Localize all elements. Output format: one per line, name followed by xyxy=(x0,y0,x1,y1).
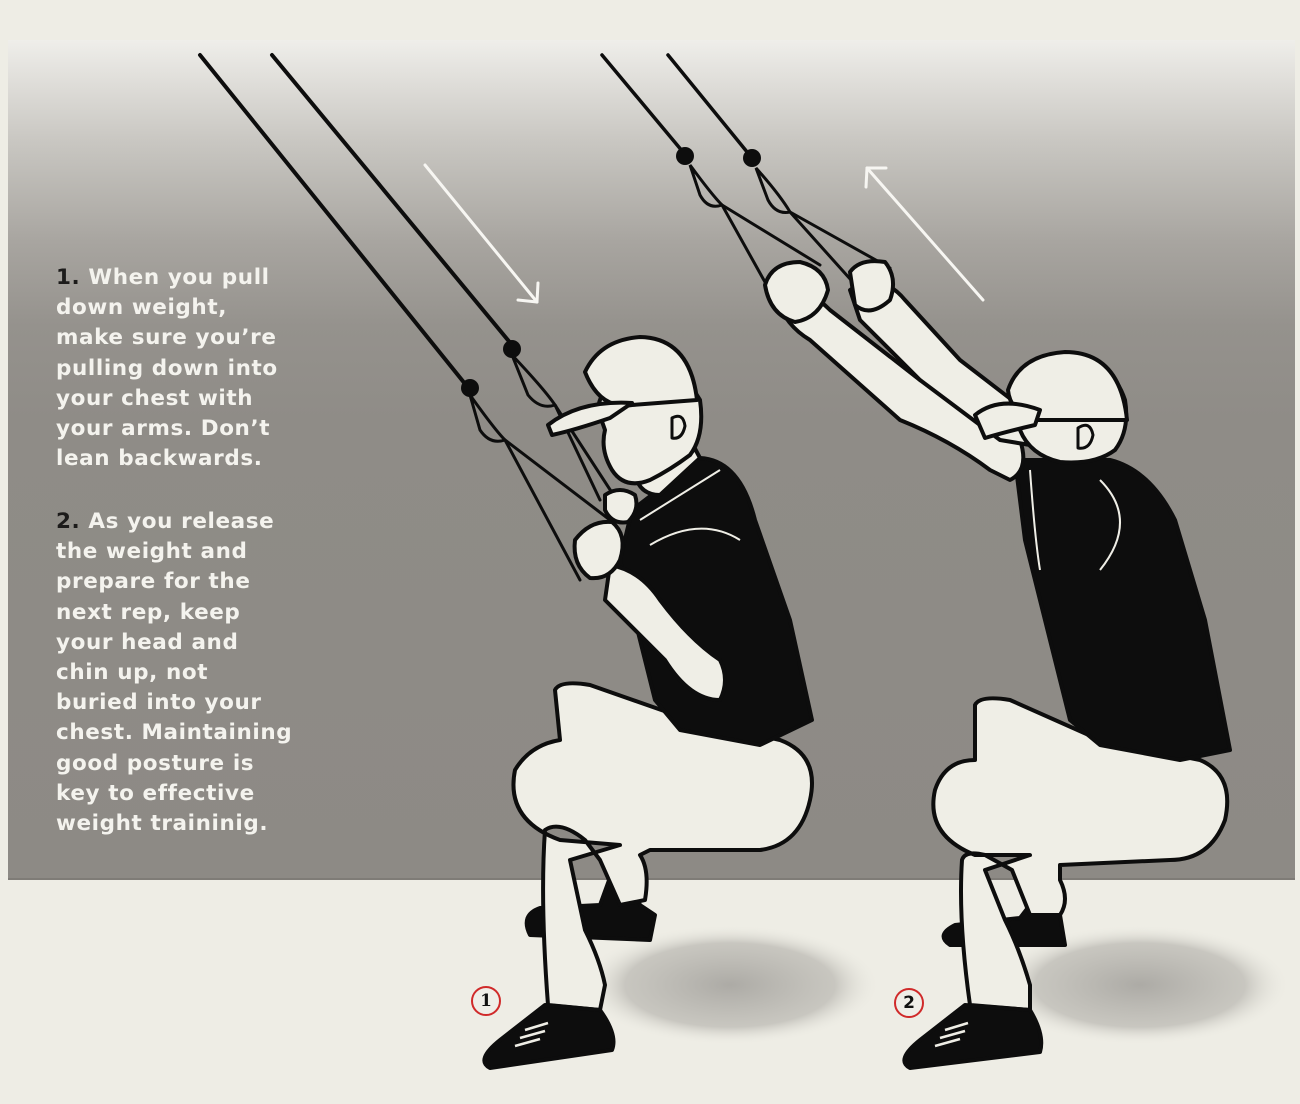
floor-shadow-1 xyxy=(580,925,880,1045)
caption-step-1: 1. When you pull down weight, make sure … xyxy=(56,263,296,474)
step-badge-2: 2 xyxy=(894,988,924,1018)
arrow-down-right-icon xyxy=(423,163,540,304)
figure-1 xyxy=(482,335,814,1070)
caption-step-2-number: 2. xyxy=(56,509,81,534)
strap-set-2 xyxy=(600,53,892,302)
caption-step-2-text: As you release the weight and prepare fo… xyxy=(56,509,293,837)
strap-set-1 xyxy=(198,53,622,582)
caption-step-1-text: When you pull down weight, make sure you… xyxy=(56,265,278,472)
caption-step-1-number: 1. xyxy=(56,265,81,290)
floor-shadow-2 xyxy=(990,925,1290,1045)
arrow-up-left-icon xyxy=(864,166,985,302)
step-badge-1: 1 xyxy=(471,986,501,1016)
caption-step-2: 2. As you release the weight and prepare… xyxy=(56,507,296,839)
figure-2 xyxy=(763,259,1232,1070)
